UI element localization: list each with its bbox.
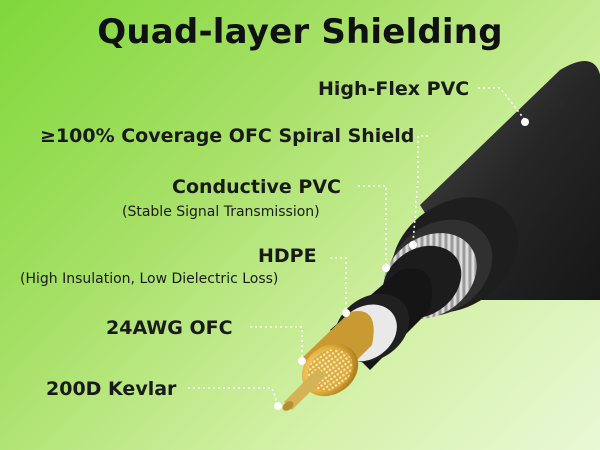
leader-high-flex-pvc xyxy=(478,87,526,121)
leader-spiral-shield xyxy=(412,135,428,244)
leader-24awg-ofc xyxy=(250,326,303,360)
leader-conductive-pvc xyxy=(358,185,387,267)
leader-dots xyxy=(274,118,529,410)
leader-hdpe xyxy=(330,257,347,312)
leader-kevlar xyxy=(188,387,279,406)
leader-lines xyxy=(188,87,526,406)
kevlar-core xyxy=(282,368,326,411)
label-kevlar: 200D Kevlar xyxy=(46,378,177,400)
label-hdpe: HDPE xyxy=(258,245,317,267)
label-spiral-shield: ≥100% Coverage OFC Spiral Shield xyxy=(40,125,415,147)
label-24awg-ofc: 24AWG OFC xyxy=(106,317,233,339)
page-title: Quad-layer Shielding xyxy=(97,12,503,52)
sublabel-hdpe: (High Insulation, Low Dielectric Loss) xyxy=(20,271,279,287)
label-conductive-pvc: Conductive PVC xyxy=(172,176,341,198)
sublabel-conductive-pvc: (Stable Signal Transmission) xyxy=(122,204,320,220)
label-high-flex-pvc: High-Flex PVC xyxy=(318,78,470,100)
